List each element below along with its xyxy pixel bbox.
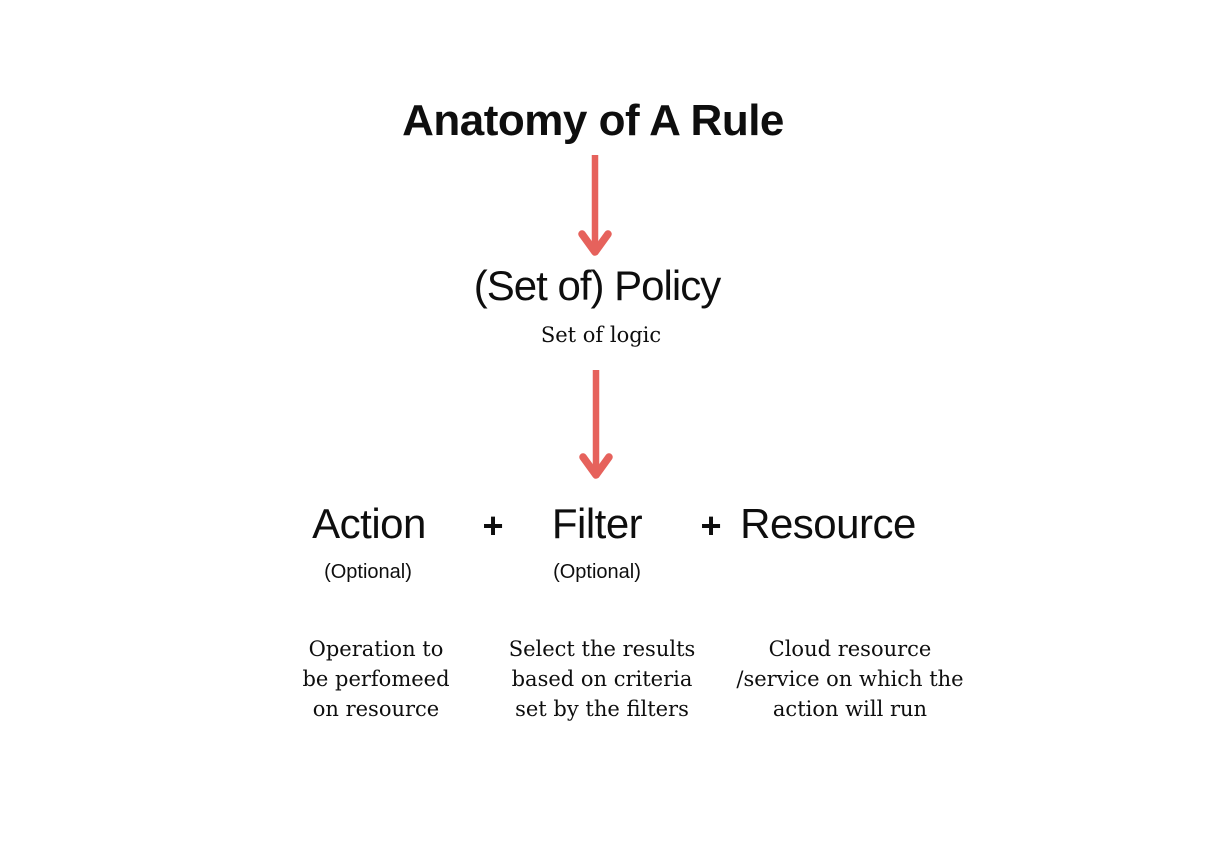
policy-heading: (Set of) Policy <box>473 262 721 309</box>
optional-note-action: (Optional) <box>324 561 412 583</box>
policy-subheading: Set of logic <box>540 323 662 347</box>
description-resource: Cloud resource /service on which the act… <box>736 637 964 721</box>
down-arrow-icon <box>578 155 612 256</box>
plus-sign: + <box>482 505 504 546</box>
description-filter: Select the results based on criteria set… <box>508 637 696 721</box>
component-label-action: Action <box>312 500 426 547</box>
optional-note-filter: (Optional) <box>553 561 641 583</box>
description-action: Operation to be perfomeed on resource <box>302 637 450 721</box>
component-label-filter: Filter <box>551 500 643 547</box>
down-arrow-icon <box>579 370 613 479</box>
component-label-resource: Resource <box>740 500 916 547</box>
diagram-title: Anatomy of A Rule <box>402 96 784 145</box>
plus-sign: + <box>700 505 722 546</box>
